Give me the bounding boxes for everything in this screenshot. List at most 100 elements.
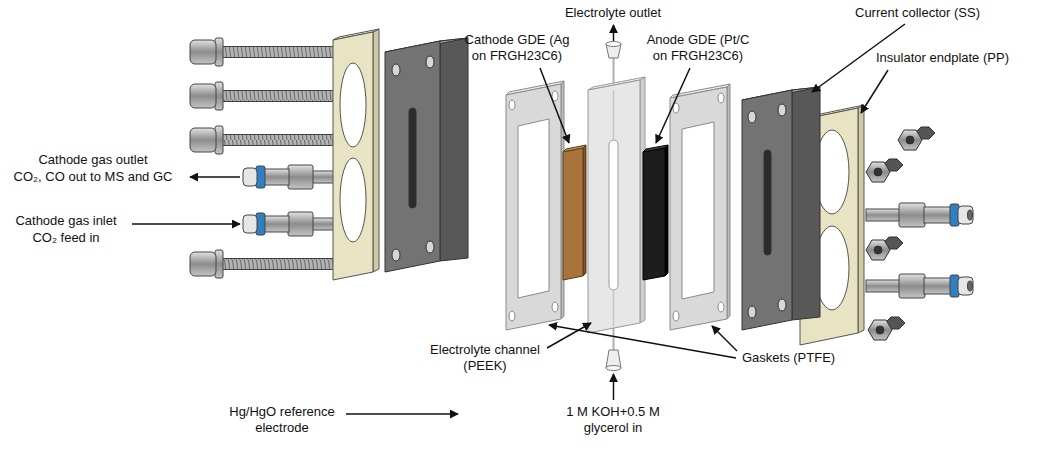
part-label: Cathode gas outlet bbox=[4, 152, 182, 168]
part-label: Electrolyte outlet bbox=[553, 5, 673, 21]
part-label: Anode GDE (Pt/C on FRGH23C6) bbox=[642, 32, 754, 64]
fitting-hex bbox=[899, 203, 925, 227]
bolt-hole bbox=[509, 311, 515, 321]
collector-side bbox=[440, 38, 468, 261]
fitting-stem bbox=[924, 278, 951, 294]
plate-face bbox=[333, 32, 373, 280]
part-label: Cathode gas inlet bbox=[6, 213, 126, 229]
current-collector bbox=[742, 87, 820, 330]
fitting-stem bbox=[866, 209, 900, 221]
bolt-shaft bbox=[222, 91, 337, 102]
bolt bbox=[190, 38, 337, 278]
fitting-hex bbox=[288, 165, 313, 189]
fitting-cap bbox=[958, 206, 973, 224]
collector-face bbox=[385, 41, 440, 272]
bolt-hole bbox=[509, 100, 515, 110]
cathode-gde bbox=[563, 145, 586, 280]
leader-arrow bbox=[861, 70, 888, 113]
collector-slot bbox=[409, 108, 416, 208]
gasket bbox=[506, 81, 564, 330]
bolt-hole bbox=[778, 104, 786, 116]
bolt-hole bbox=[748, 306, 756, 318]
hex-nut bbox=[866, 127, 935, 340]
fitting-stem bbox=[312, 171, 334, 183]
plate-hole bbox=[340, 158, 366, 242]
bolt-head bbox=[190, 252, 216, 276]
bolt-hole bbox=[748, 111, 756, 123]
fitting-stem bbox=[924, 207, 951, 223]
leader-arrow bbox=[613, 25, 615, 41]
part-label: Cathode GDE (Ag on FRGH23C6) bbox=[461, 32, 573, 64]
leader-arrow bbox=[540, 68, 569, 143]
part-label: Hg/HgO reference electrode bbox=[212, 404, 352, 436]
fitting-hex bbox=[899, 274, 925, 298]
leader-arrow bbox=[549, 325, 736, 358]
current-collector bbox=[385, 38, 468, 272]
fitting-bore bbox=[968, 210, 973, 220]
plate-side bbox=[373, 29, 379, 272]
bolt-hole bbox=[778, 299, 786, 311]
insulator-endplate bbox=[333, 29, 379, 280]
bolt-hole bbox=[426, 56, 434, 68]
collector-side bbox=[792, 87, 820, 320]
nut-face bbox=[898, 130, 922, 150]
nut-hole bbox=[874, 168, 882, 176]
bolt-head bbox=[190, 84, 216, 108]
fitting-stem bbox=[312, 218, 334, 230]
fitting-stem bbox=[264, 169, 289, 185]
leader-arrow bbox=[712, 326, 737, 351]
tube-fitting bbox=[606, 42, 621, 47]
leader-arrow bbox=[613, 374, 615, 400]
leader-arrow bbox=[547, 323, 591, 348]
collector-slot bbox=[764, 150, 771, 255]
part-label: Gaskets (PTFE) bbox=[742, 350, 835, 366]
part-label: Current collector (SS) bbox=[855, 5, 980, 21]
anode-gde bbox=[643, 145, 668, 280]
leader-arrow bbox=[656, 68, 690, 143]
channel-slot bbox=[609, 140, 618, 290]
part-label: CO₂, CO out to MS and GC bbox=[4, 169, 182, 185]
tube bbox=[613, 58, 615, 86]
tube-fitting bbox=[606, 366, 621, 371]
bolt-hole bbox=[426, 241, 434, 253]
gasket bbox=[670, 84, 730, 330]
gas-fitting bbox=[866, 203, 973, 298]
fitting-stem bbox=[264, 216, 289, 232]
nut-face bbox=[866, 162, 890, 182]
plate-hole bbox=[340, 63, 366, 147]
tube bbox=[613, 90, 615, 140]
tube bbox=[613, 290, 615, 326]
nut-face bbox=[866, 240, 890, 260]
nut-face bbox=[868, 320, 892, 340]
fitting-cap bbox=[958, 277, 973, 295]
part-label: Electrolyte channel (PEEK) bbox=[425, 342, 545, 374]
part-label: 1 M KOH+0.5 M glycerol in bbox=[553, 404, 673, 436]
gasket-window bbox=[682, 122, 714, 299]
bolt-hole bbox=[392, 64, 400, 76]
leader-arrows bbox=[132, 24, 905, 414]
bolt-head bbox=[190, 128, 216, 152]
fitting-hex bbox=[288, 212, 313, 236]
gasket-face bbox=[506, 84, 561, 330]
fitting-cap bbox=[243, 168, 257, 186]
bolt-hole bbox=[718, 93, 724, 103]
bolt-hole bbox=[392, 249, 400, 261]
nut-hole bbox=[906, 136, 914, 144]
leader-arrow bbox=[346, 413, 458, 415]
bolt-shaft bbox=[222, 135, 337, 146]
bolt-hole bbox=[718, 302, 724, 312]
bolt-shaft bbox=[222, 259, 337, 270]
leader-arrow bbox=[190, 176, 240, 178]
nut-hole bbox=[876, 326, 884, 334]
part-label: Insulator endplate (PP) bbox=[876, 50, 1009, 66]
gde-face bbox=[563, 148, 583, 280]
collector-face bbox=[742, 90, 792, 330]
bolt-shaft bbox=[222, 47, 337, 58]
gasket-window bbox=[518, 119, 549, 298]
gas-fitting bbox=[243, 165, 334, 236]
part-label: CO₂ feed in bbox=[6, 230, 126, 246]
fitting-cap bbox=[243, 215, 257, 233]
